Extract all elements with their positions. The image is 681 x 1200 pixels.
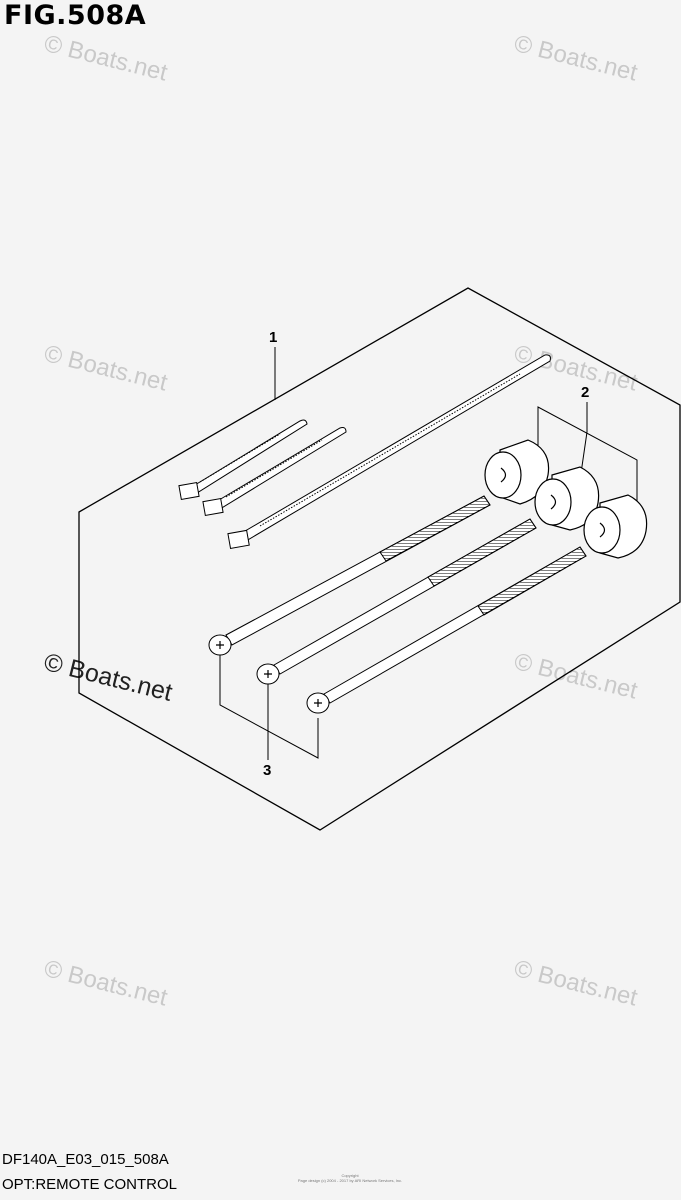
copyright-line: Page design (c) 2004 - 2017 by ARI Netwo… <box>297 1178 403 1183</box>
callout-1: 1 <box>269 329 278 346</box>
leader-bracket-3 <box>219 655 319 760</box>
figure-title: FIG.508A <box>4 0 147 31</box>
package-outline <box>78 287 681 831</box>
figure-code: DF140A_E03_015_508A <box>2 1151 169 1168</box>
long-screw <box>208 495 491 656</box>
callout-2: 2 <box>581 384 590 401</box>
callout-3: 3 <box>263 762 272 779</box>
cable-tie <box>178 419 308 501</box>
figure-description: OPT:REMOTE CONTROL <box>2 1176 178 1193</box>
cable-tie-long <box>227 354 551 550</box>
spacer-collar <box>484 439 550 505</box>
copyright-notice: Copyright Page design (c) 2004 - 2017 by… <box>290 1173 410 1183</box>
spacer-collar <box>583 494 648 559</box>
long-screw <box>256 518 537 685</box>
spacer-collar <box>534 466 600 531</box>
cable-tie <box>202 427 347 517</box>
long-screw <box>306 546 587 714</box>
copyright-line: Copyright <box>341 1173 359 1178</box>
